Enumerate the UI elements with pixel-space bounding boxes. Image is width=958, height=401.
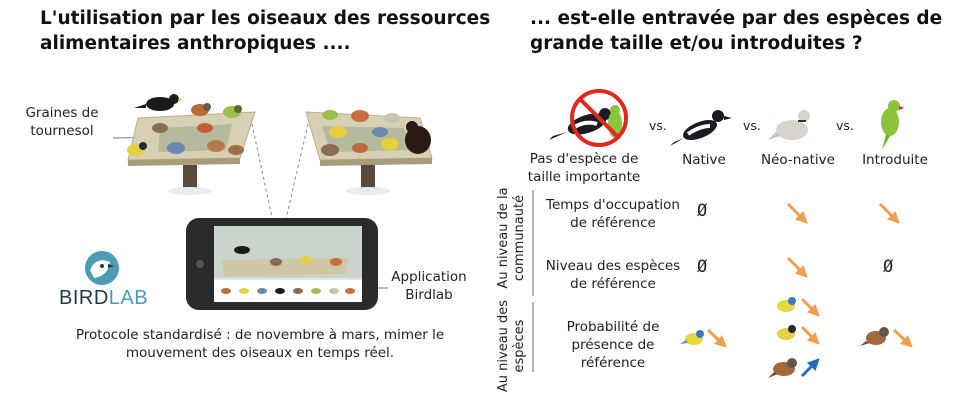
left-title: L'utilisation par les oiseaux des ressou… [40,8,491,54]
app-label: Application Birdlab [391,269,467,303]
decrease-arrow-presence-introduced-sparrow [892,328,913,348]
reference-symbol-species-level: Ø [697,257,708,277]
birdlab-logo-bird-icon [85,251,119,285]
collared-dove-icon [768,110,810,140]
birdlab-logo-text: BIRDLAB [59,287,149,309]
column-header-neo-native: Néo-native [761,152,835,168]
blue-tit-icon [680,330,704,345]
column-header-no-large-species: Pas d'espèce de taille importante [527,151,641,185]
row-label-occupation-time: Temps d'occupation de référence [546,197,680,231]
feeder-illustration [112,94,433,289]
protocol-note: Protocole standardisé : de novembre à ma… [75,327,445,361]
sparrow-icon [768,358,797,378]
vs-label-1: vs. [649,118,667,133]
parakeet-icon [881,100,904,150]
feeder-birds [127,94,431,156]
introduced-symbol-species-level: Ø [883,257,894,277]
column-header-native: Native [682,152,726,168]
magpie-icon [670,110,732,146]
vs-label-3: vs. [836,118,854,133]
decrease-arrow-occupation-neo-native [786,202,808,224]
decrease-arrow-occupation-introduced [878,202,900,224]
decrease-arrow-species-level-neo-native [786,256,808,278]
increase-arrow-presence-neo-native-sparrow [800,358,820,378]
row-label-presence-probability: Probabilité de présence de référence [566,319,660,371]
decrease-arrow-presence-native-blue-tit [706,328,727,348]
phone-app-screen [186,218,378,310]
sparrow-icon [860,327,889,346]
seeds-label: Graines de tournesol [25,105,99,139]
vs-label-2: vs. [743,118,761,133]
right-title: ... est-elle entravée par des espèces de… [530,8,943,54]
great-tit-icon [777,325,796,340]
decrease-arrow-presence-neo-native-great-tit [800,325,820,345]
reference-symbol-occupation: Ø [697,201,708,221]
column-header-introduced: Introduite [862,152,928,168]
blue-tit-icon [777,297,796,312]
row-label-species-level: Niveau des espèces de référence [545,258,681,292]
no-large-species-icon [549,89,628,147]
decrease-arrow-presence-neo-native-blue-tit [800,297,820,317]
